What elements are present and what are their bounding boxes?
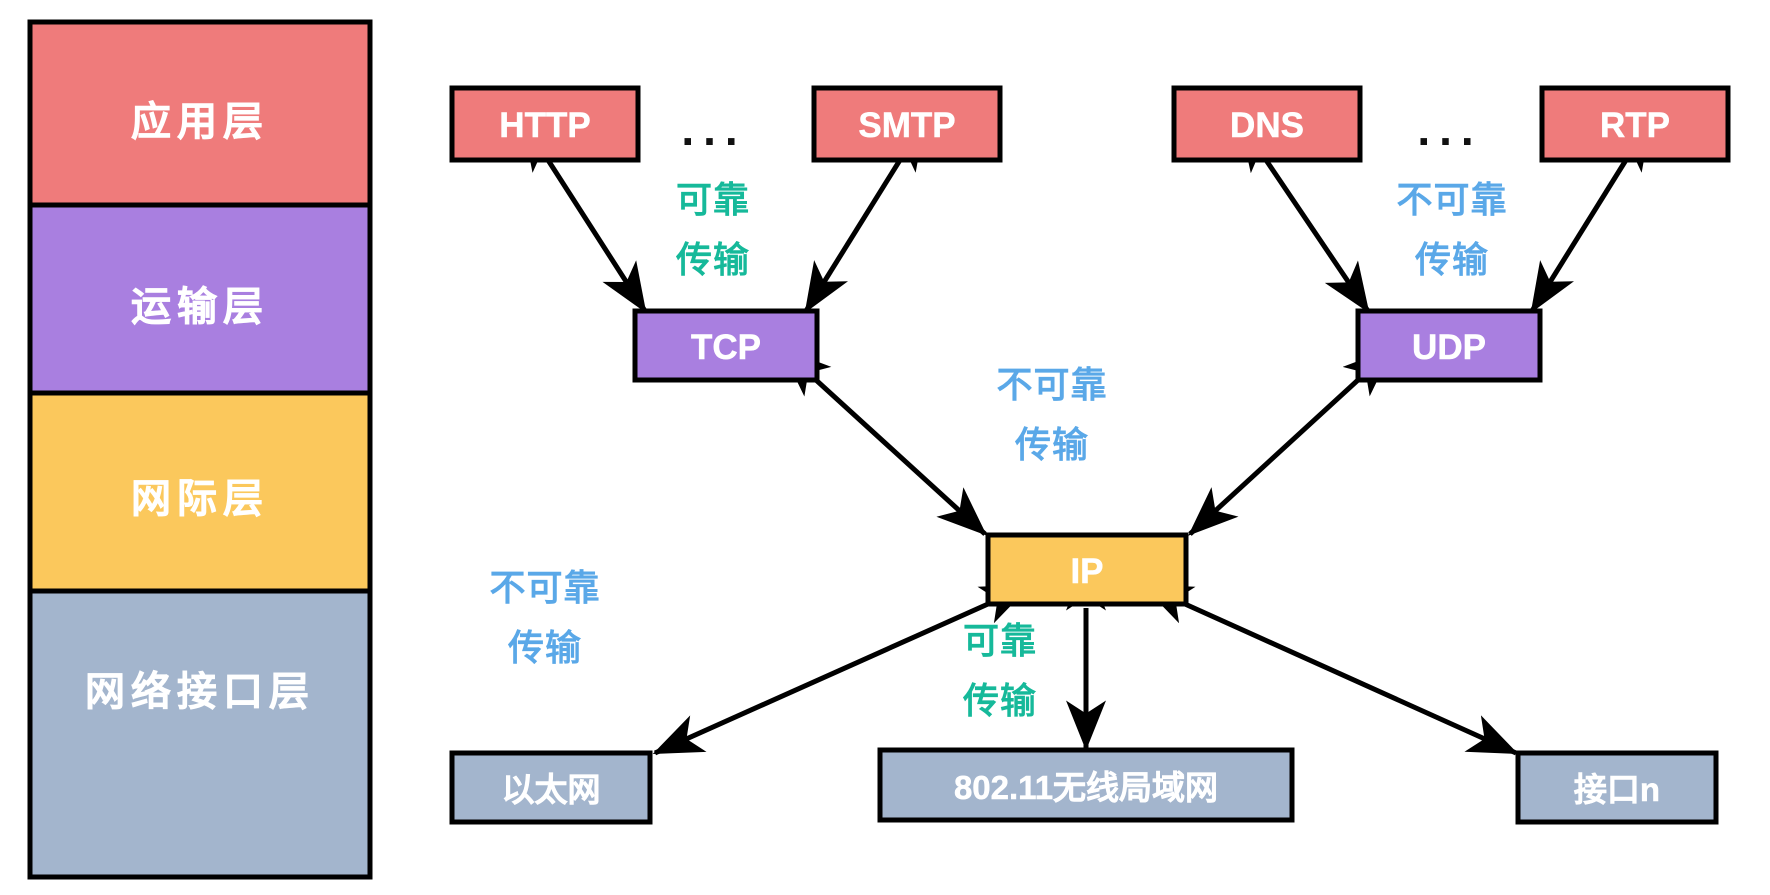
stack-layer-transport-label: 运输层 — [131, 285, 269, 329]
node-ip[interactable]: IP — [985, 532, 1189, 607]
layer-stack: 应用层 运输层 网际层 网络接口层 — [27, 19, 373, 880]
arrow-ip-ifn — [1141, 584, 1519, 756]
node-tcp[interactable]: TCP — [632, 308, 820, 383]
node-wlan-rect — [877, 747, 1295, 823]
node-tcp-label: TCP — [691, 328, 761, 367]
edge-label-ethernet-unreliable-line2: 传输 — [507, 627, 582, 668]
network-interface-nodes: 以太网 802.11无线局域网 接口n — [449, 747, 1719, 825]
edge-labels: 可靠 传输 不可靠 传输 不可靠 传输 不可靠 传输 可靠 传输 — [489, 179, 1507, 721]
edge-label-ethernet-unreliable: 不可靠 传输 — [489, 567, 600, 668]
node-ip-label: IP — [1070, 552, 1103, 591]
arrow-http-tcp — [522, 120, 648, 314]
arrow-dns-udp — [1239, 120, 1371, 314]
edge-label-tcp-reliable-line2: 传输 — [675, 239, 750, 280]
edge-label-tcp-reliable: 可靠 传输 — [675, 179, 750, 280]
stack-layer-transport-rect — [27, 202, 373, 396]
edge-label-wlan-reliable-line2: 传输 — [962, 680, 1037, 721]
node-wlan[interactable]: 802.11无线局域网 — [877, 747, 1295, 823]
arrow-udp-ip — [1188, 347, 1394, 536]
stack-layer-application[interactable]: 应用层 — [27, 19, 373, 208]
stack-layer-network-interface-rect — [27, 588, 373, 880]
node-ethernet-label: 以太网 — [502, 771, 601, 808]
node-ip-rect — [985, 532, 1189, 607]
node-rtp-label: RTP — [1600, 106, 1670, 145]
stack-layer-internet-label: 网际层 — [131, 477, 269, 521]
connection-arrows — [522, 119, 1652, 756]
node-ethernet[interactable]: 以太网 — [449, 750, 653, 825]
edge-label-udp-unreliable-line1: 不可靠 — [1396, 179, 1507, 220]
edge-label-ethernet-unreliable-line1: 不可靠 — [489, 567, 600, 608]
node-smtp-rect — [811, 85, 1003, 163]
node-http-label: HTTP — [499, 106, 590, 145]
edge-label-udp-unreliable-line2: 传输 — [1414, 239, 1489, 280]
edge-label-ip-unreliable: 不可靠 传输 — [996, 364, 1107, 465]
node-dns[interactable]: DNS — [1171, 85, 1363, 163]
edge-label-tcp-reliable-line1: 可靠 — [676, 179, 750, 220]
node-http-rect — [449, 85, 641, 163]
node-udp-rect — [1355, 308, 1543, 383]
node-rtp-rect — [1539, 85, 1731, 163]
node-udp[interactable]: UDP — [1355, 308, 1543, 383]
node-rtp[interactable]: RTP — [1539, 85, 1731, 163]
node-tcp-rect — [632, 308, 820, 383]
node-http[interactable]: HTTP — [449, 85, 641, 163]
node-dns-label: DNS — [1230, 106, 1304, 145]
node-ethernet-rect — [449, 750, 653, 825]
node-wlan-label: 802.11无线局域网 — [954, 769, 1218, 806]
ellipsis-app-left: ... — [681, 103, 746, 155]
arrow-rtp-udp — [1529, 119, 1652, 314]
node-dns-rect — [1171, 85, 1363, 163]
arrow-smtp-tcp — [803, 119, 926, 314]
stack-layer-application-rect — [27, 19, 373, 208]
arrow-tcp-ip — [780, 348, 987, 536]
edge-label-udp-unreliable: 不可靠 传输 — [1396, 179, 1507, 280]
stack-layer-application-label: 应用层 — [131, 100, 269, 144]
node-udp-label: UDP — [1412, 328, 1486, 367]
stack-layer-internet-rect — [27, 390, 373, 594]
node-ifn-label: 接口n — [1574, 771, 1660, 808]
stack-layer-transport[interactable]: 运输层 — [27, 202, 373, 396]
transport-layer-nodes: TCP UDP — [632, 308, 1543, 383]
internet-layer-nodes: IP — [985, 532, 1189, 607]
node-smtp-label: SMTP — [858, 106, 955, 145]
stack-layer-network-interface-label: 网络接口层 — [85, 669, 315, 714]
stack-layer-network-interface[interactable]: 网络接口层 — [27, 588, 373, 880]
edge-label-ip-unreliable-line2: 传输 — [1014, 424, 1089, 465]
node-ifn[interactable]: 接口n — [1515, 750, 1719, 825]
edge-label-ip-unreliable-line1: 不可靠 — [996, 364, 1107, 405]
stack-layer-internet[interactable]: 网际层 — [27, 390, 373, 594]
node-smtp[interactable]: SMTP — [811, 85, 1003, 163]
ellipsis-app-right: ... — [1417, 103, 1482, 155]
edge-label-wlan-reliable: 可靠 传输 — [962, 620, 1037, 721]
application-layer-nodes: HTTP ... SMTP DNS ... RTP — [449, 85, 1731, 163]
node-ifn-rect — [1515, 750, 1719, 825]
arrow-ip-ethernet — [652, 584, 1032, 756]
edge-label-wlan-reliable-line1: 可靠 — [963, 620, 1037, 661]
